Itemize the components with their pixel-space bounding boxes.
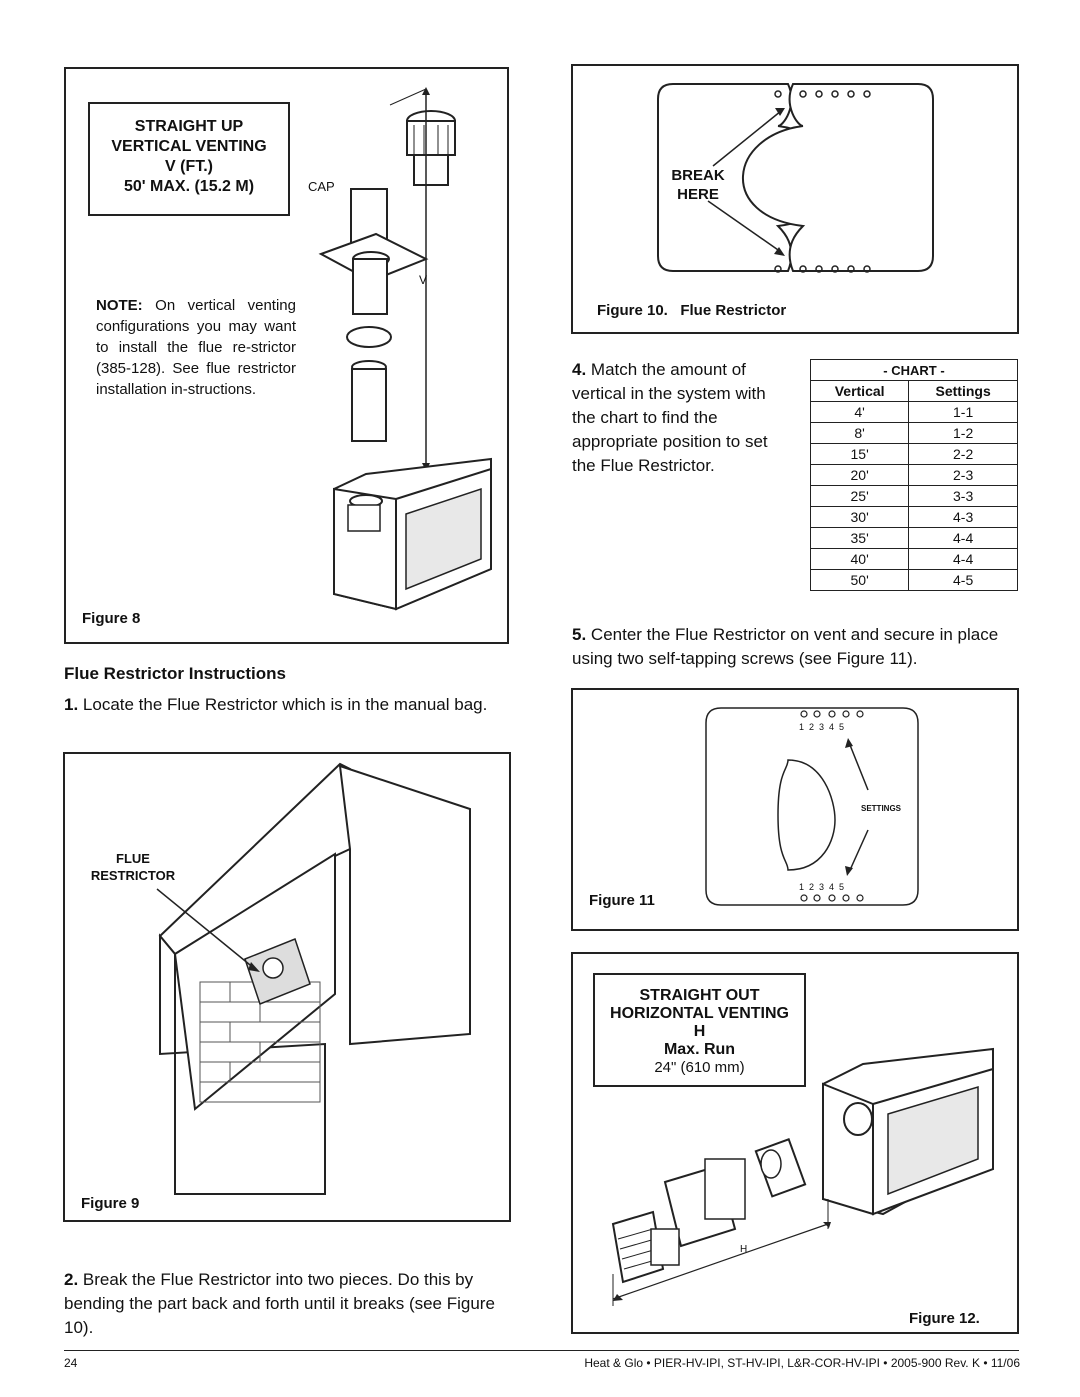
chart-row: 25'3-3 <box>809 485 1018 507</box>
h-title-line-2: HORIZONTAL VENTING <box>610 1005 789 1022</box>
vertical-venting-title-box: STRAIGHT UP VERTICAL VENTING V (FT.) 50'… <box>88 102 290 216</box>
chart-row: 15'2-2 <box>809 443 1018 465</box>
top-setting-numbers: 1 2 3 4 5 <box>799 722 845 732</box>
vertical-cell: 4' <box>809 401 910 423</box>
settings-cell: 1-1 <box>908 401 1018 423</box>
title-line-1: STRAIGHT UP <box>134 118 244 135</box>
title-line-3: V (FT.) <box>165 158 213 175</box>
figure-12-caption: Figure 12. <box>909 1310 980 1327</box>
vertical-cell: 50' <box>809 569 910 591</box>
flue-restrictor-label: FLUE RESTRICTOR <box>81 850 185 884</box>
settings-cell: 2-2 <box>908 443 1018 465</box>
step-2: 2. Break the Flue Restrictor into two pi… <box>64 1268 510 1340</box>
fireplace-vertical-vent-illustration <box>318 87 492 611</box>
restrictor-settings-chart: - CHART - Vertical Settings 4'1-1 8'1-2 … <box>809 359 1018 591</box>
h-title-line-3: H <box>693 1023 706 1040</box>
restrictor-on-vent-illustration <box>705 707 919 906</box>
step-1-text: Locate the Flue Restrictor which is in t… <box>82 695 488 714</box>
step-4-text: Match the amount of vertical in the syst… <box>572 360 768 475</box>
flue-restrictor-label-line-1: FLUE <box>116 851 150 866</box>
chart-row: 4'1-1 <box>809 401 1018 423</box>
vertical-cell: 20' <box>809 464 910 486</box>
vertical-cell: 15' <box>809 443 910 465</box>
step-5-number: 5. <box>572 625 587 644</box>
settings-cell: 4-4 <box>908 527 1018 549</box>
step-5-text: Center the Flue Restrictor on vent and s… <box>572 625 999 668</box>
horizontal-venting-title-box: STRAIGHT OUT HORIZONTAL VENTING H Max. R… <box>593 973 806 1087</box>
settings-cell: 4-3 <box>908 506 1018 528</box>
step-4-number: 4. <box>572 360 587 379</box>
settings-cell: 4-5 <box>908 569 1018 591</box>
fireplace-open-illustration <box>156 762 471 1195</box>
settings-cell: 1-2 <box>908 422 1018 444</box>
figure-8-caption: Figure 8 <box>82 610 141 627</box>
v-label: V <box>419 273 428 287</box>
chart-title: - CHART - <box>810 359 1018 381</box>
section-title: Flue Restrictor Instructions <box>64 664 286 683</box>
flue-restrictor-label-line-2: RESTRICTOR <box>90 868 176 883</box>
break-here-line-2: HERE <box>677 186 719 203</box>
horizontal-vent-illustration <box>611 1047 994 1306</box>
vertical-cell: 40' <box>809 548 910 570</box>
step-2-number: 2. <box>64 1270 79 1289</box>
figure-10-panel: BREAK HERE Figure 10. Flue Restrictor <box>571 64 1019 334</box>
settings-cell: 2-3 <box>908 464 1018 486</box>
col-vertical: Vertical <box>809 380 910 402</box>
settings-cell: 3-3 <box>908 485 1018 507</box>
flue-restrictor-plate-illustration <box>657 83 934 273</box>
figure-8-panel: STRAIGHT UP VERTICAL VENTING V (FT.) 50'… <box>64 67 509 644</box>
max-run-value: 24" (610 mm) <box>654 1059 745 1076</box>
figure-12-panel: STRAIGHT OUT HORIZONTAL VENTING H Max. R… <box>571 952 1019 1334</box>
settings-cell: 4-4 <box>908 548 1018 570</box>
h-title-line-1: STRAIGHT OUT <box>639 987 760 1004</box>
vertical-cell: 25' <box>809 485 910 507</box>
settings-label: SETTINGS <box>861 804 902 813</box>
bottom-setting-numbers: 1 2 3 4 5 <box>799 882 845 892</box>
figure-9-panel: FLUE RESTRICTOR Figure 9 <box>63 752 511 1222</box>
note-label: NOTE: <box>96 297 143 314</box>
chart-row: 30'4-3 <box>809 506 1018 528</box>
footer-text: Heat & Glo • PIER-HV-IPI, ST-HV-IPI, L&R… <box>584 1356 1020 1370</box>
break-here-label: BREAK HERE <box>668 166 728 204</box>
h-title-line-4: Max. Run <box>663 1041 736 1058</box>
vertical-cell: 35' <box>809 527 910 549</box>
footer-divider <box>64 1350 1019 1351</box>
step-1-number: 1. <box>64 695 79 714</box>
col-settings: Settings <box>908 380 1018 402</box>
chart-row: 50'4-5 <box>809 569 1018 591</box>
break-here-line-1: BREAK <box>671 167 725 184</box>
title-line-2: VERTICAL VENTING <box>111 138 267 155</box>
fig8-note: NOTE: On vertical venting configurations… <box>96 295 296 400</box>
figure-11-caption: Figure 11 <box>589 892 655 909</box>
figure-10-caption: Figure 10. Flue Restrictor <box>597 302 787 319</box>
cap-label: CAP <box>308 179 335 194</box>
figure-11-panel: 1 2 3 4 5 1 2 3 4 5 SETTINGS Figure 11 <box>571 688 1019 931</box>
page-number: 24 <box>64 1356 78 1370</box>
figure-9-caption: Figure 9 <box>81 1195 140 1212</box>
title-line-4: 50' MAX. (15.2 M) <box>123 178 255 195</box>
step-4: 4. Match the amount of vertical in the s… <box>572 358 794 478</box>
chart-row: 8'1-2 <box>809 422 1018 444</box>
step-1: 1. Locate the Flue Restrictor which is i… <box>64 693 510 717</box>
step-2-text: Break the Flue Restrictor into two piece… <box>64 1270 495 1337</box>
step-5: 5. Center the Flue Restrictor on vent an… <box>572 623 1020 671</box>
chart-row: 35'4-4 <box>809 527 1018 549</box>
h-dimension-label: H <box>740 1244 748 1255</box>
chart-row: 40'4-4 <box>809 548 1018 570</box>
vertical-cell: 8' <box>809 422 910 444</box>
vertical-cell: 30' <box>809 506 910 528</box>
note-text: On vertical venting configurations you m… <box>96 297 296 398</box>
chart-row: 20'2-3 <box>809 464 1018 486</box>
